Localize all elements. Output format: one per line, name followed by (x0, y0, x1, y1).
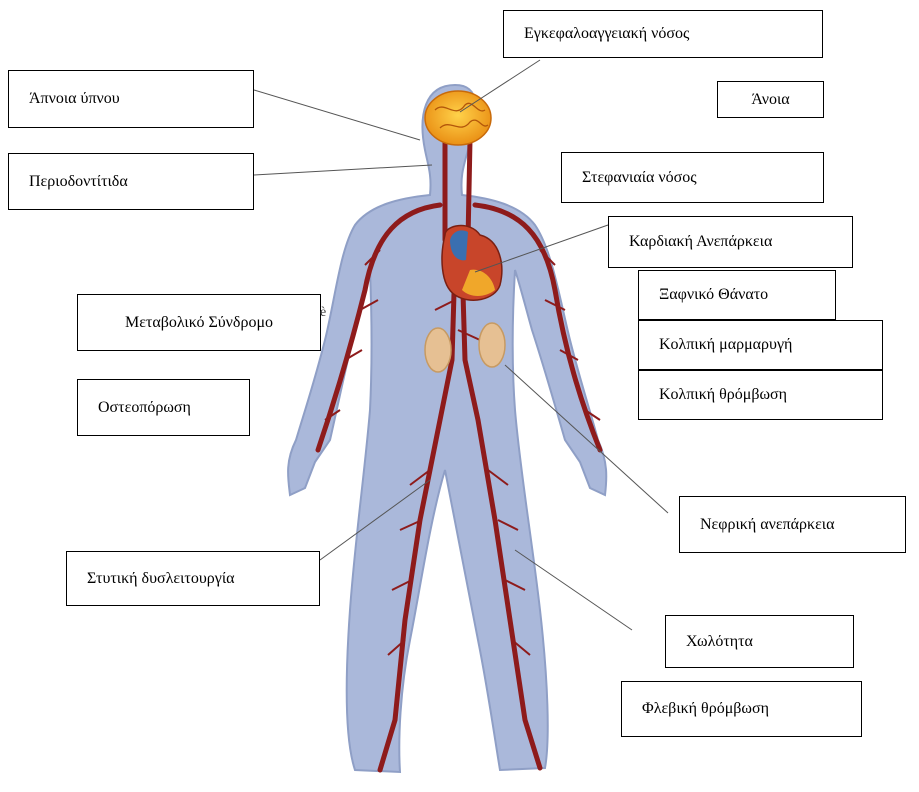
label-erectile-dysfunction: Στυτική δυσλειτουργία (66, 551, 320, 606)
label-renal-failure: Νεφρική ανεπάρκεια (679, 496, 906, 553)
label-atrial-fibrillation: Κολπική μαρμαρυγή (638, 320, 883, 370)
label-sudden-death: Ξαφνικό Θάνατο (638, 270, 836, 320)
label-metabolic-syndrome: Μεταβολικό Σύνδρομο (77, 294, 321, 351)
label-heart-failure: Καρδιακή Ανεπάρκεια (608, 216, 853, 268)
label-coronary-disease: Στεφανιαία νόσος (561, 152, 824, 203)
label-periodontitis: Περιοδοντίτιδα (8, 153, 254, 210)
label-dementia: Άνοια (717, 81, 824, 118)
label-venous-thrombosis: Φλεβική θρόμβωση (621, 681, 862, 737)
stray-mark: è (320, 305, 326, 321)
brain-illustration (425, 91, 491, 145)
label-lameness: Χωλότητα (665, 615, 854, 668)
label-atrial-thrombosis: Κολπική θρόμβωση (638, 370, 883, 420)
label-stroke: Εγκεφαλοαγγειακή νόσος (503, 10, 823, 58)
label-osteoporosis: Οστεοπόρωση (77, 379, 250, 436)
label-sleep-apnea: Άπνοια ύπνου (8, 70, 254, 128)
